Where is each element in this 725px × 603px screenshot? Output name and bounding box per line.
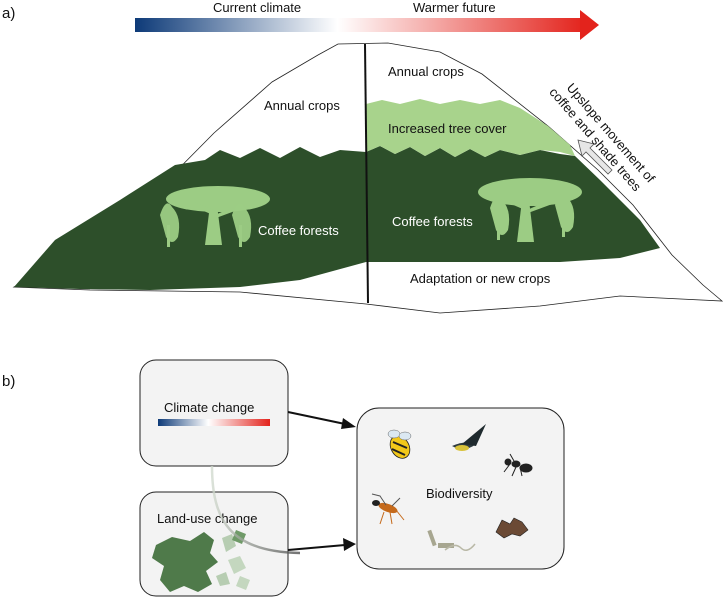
coffee-forest-left: [14, 147, 366, 290]
increased-tree-cover-label: Increased tree cover: [388, 121, 507, 136]
arrow-landuse-to-biodiversity: [287, 538, 356, 551]
shade-tree-left: [160, 186, 270, 247]
current-climate-label: Current climate: [213, 0, 301, 15]
land-use-change-label: Land-use change: [157, 511, 257, 526]
coffee-forests-left-label: Coffee forests: [258, 223, 339, 238]
climate-gradient-bar: [158, 419, 270, 426]
coffee-forests-right-label: Coffee forests: [392, 214, 473, 229]
ant-icon: [503, 453, 533, 477]
warmer-future-label: Warmer future: [413, 0, 496, 15]
increased-tree-cover-zone: [366, 99, 575, 157]
fragmented-land-icon: [152, 530, 250, 592]
panel-b-letter: b): [2, 373, 15, 390]
divider-line: [364, 43, 369, 304]
fungus-icon: [427, 529, 476, 551]
interaction-curve: [210, 465, 301, 555]
annual-crops-right-label: Annual crops: [388, 64, 464, 79]
arrow-climate-to-biodiversity: [287, 411, 356, 429]
shade-tree-right: [478, 178, 582, 242]
bird-icon: [452, 424, 486, 451]
bat-icon: [495, 517, 529, 539]
biodiversity-label: Biodiversity: [426, 486, 493, 501]
upslope-arrow: [577, 139, 613, 175]
wasp-icon: [371, 493, 405, 525]
bee-icon: [387, 429, 412, 459]
climate-change-label: Climate change: [164, 400, 254, 415]
panel-a-letter: a): [2, 5, 15, 22]
adaptation-label: Adaptation or new crops: [410, 271, 551, 286]
climate-gradient-arrow: [135, 10, 599, 40]
annual-crops-left-label: Annual crops: [264, 98, 340, 113]
